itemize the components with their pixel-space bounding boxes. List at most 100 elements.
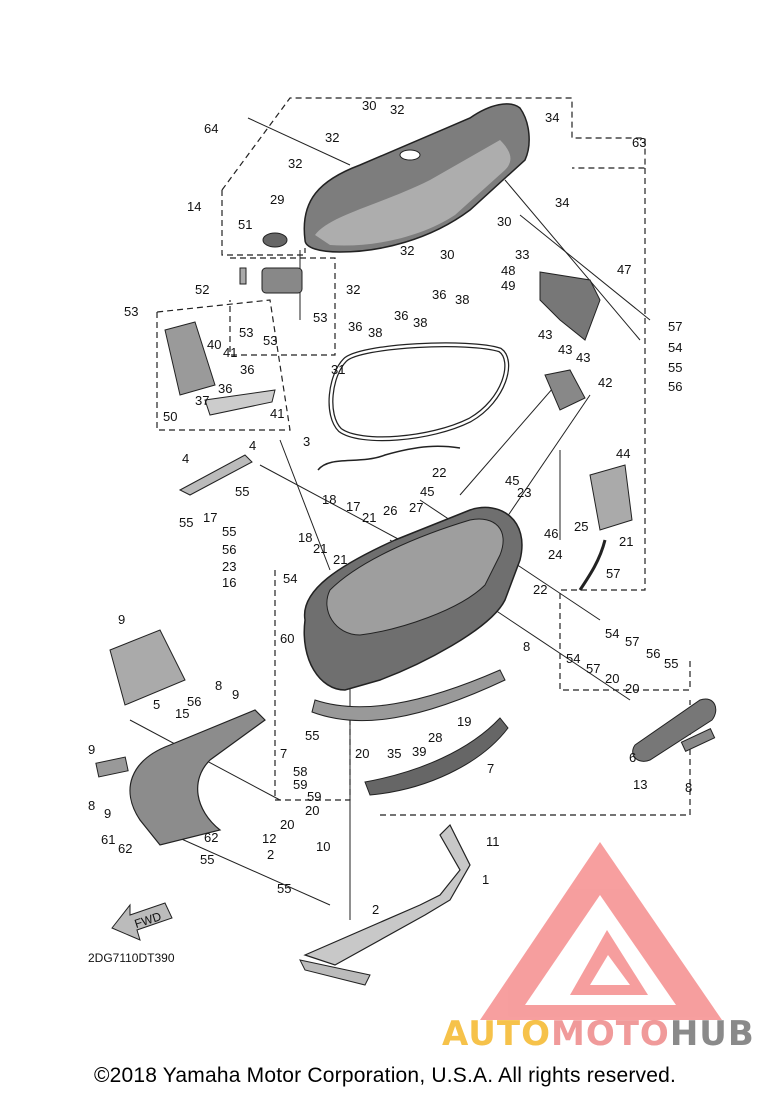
storage-bin	[303, 506, 523, 691]
callout: 38	[413, 315, 427, 330]
callout: 13	[633, 777, 647, 792]
callout: 59	[307, 789, 321, 804]
callout: 7	[487, 761, 494, 776]
callout: 55	[200, 852, 214, 867]
callout: 21	[362, 510, 376, 525]
callout: 20	[625, 681, 639, 696]
callout: 41	[270, 406, 284, 421]
seat-cable	[317, 445, 461, 471]
callout: 22	[533, 582, 547, 597]
trim-19	[364, 717, 509, 796]
diagram-code: 2DG7110DT390	[88, 951, 175, 965]
bracket-3	[178, 454, 253, 496]
callout: 38	[455, 292, 469, 307]
callout: 22	[432, 465, 446, 480]
callout: 45	[420, 484, 434, 499]
callout: 53	[313, 310, 327, 325]
callout: 30	[497, 214, 511, 229]
trim-15	[311, 669, 506, 722]
callout: 9	[232, 687, 239, 702]
callout: 5	[153, 697, 160, 712]
watermark-logo	[480, 842, 722, 1020]
callout: 21	[333, 552, 347, 567]
callout: 2	[267, 847, 274, 862]
callout: 34	[545, 110, 559, 125]
callout: 29	[270, 192, 284, 207]
callout: 45	[505, 473, 519, 488]
callout: 55	[305, 728, 319, 743]
callout: 1	[482, 872, 489, 887]
callout: 28	[428, 730, 442, 745]
callout: 56	[646, 646, 660, 661]
callout: 20	[305, 803, 319, 818]
callout: 18	[298, 530, 312, 545]
callout: 26	[383, 503, 397, 518]
callout: 17	[203, 510, 217, 525]
callout: 3	[303, 434, 310, 449]
callout: 60	[280, 631, 294, 646]
callout: 57	[668, 319, 682, 334]
callout: 25	[574, 519, 588, 534]
fwd-arrow: FWD	[111, 902, 173, 941]
watermark-text: AUTOMOTOHUB	[442, 1014, 755, 1054]
seat-gasket	[328, 342, 510, 442]
callout: 36	[394, 308, 408, 323]
callout: 12	[262, 831, 276, 846]
callout: 55	[277, 881, 291, 896]
callout: 32	[400, 243, 414, 258]
callout: 21	[313, 541, 327, 556]
callout: 10	[316, 839, 330, 854]
callout: 61	[101, 832, 115, 847]
callout: 58	[293, 764, 307, 779]
callout: 17	[346, 499, 360, 514]
callout: 48	[501, 263, 515, 278]
callout: 55	[179, 515, 193, 530]
callout: 24	[548, 547, 562, 562]
callout: 43	[558, 342, 572, 357]
callout: 64	[204, 121, 218, 136]
callout: 36	[240, 362, 254, 377]
callout: 6	[629, 750, 636, 765]
callout: 33	[515, 247, 529, 262]
callout: 39	[412, 744, 426, 759]
callout: 57	[586, 661, 600, 676]
seat	[303, 103, 530, 253]
callout: 40	[207, 337, 221, 352]
callout: 56	[668, 379, 682, 394]
callout: 46	[544, 526, 558, 541]
cover-42	[544, 369, 586, 411]
callout: 36	[218, 381, 232, 396]
callout: 9	[104, 806, 111, 821]
label-13	[95, 756, 129, 778]
callout: 36	[348, 319, 362, 334]
panel-60	[109, 629, 186, 706]
callout: 63	[632, 135, 646, 150]
callout: 36	[432, 287, 446, 302]
callout: 20	[280, 817, 294, 832]
callout: 55	[668, 360, 682, 375]
cover-46	[589, 464, 633, 531]
callout: 55	[664, 656, 678, 671]
callout: 32	[390, 102, 404, 117]
grip-35	[632, 698, 717, 762]
callout: 18	[322, 492, 336, 507]
callout: 41	[223, 345, 237, 360]
frame-5	[129, 709, 266, 846]
callout: 51	[238, 217, 252, 232]
callout: 55	[222, 524, 236, 539]
cover-47	[539, 271, 601, 341]
callout: 14	[187, 199, 201, 214]
callout: 32	[288, 156, 302, 171]
callout: 16	[222, 575, 236, 590]
callout: 8	[215, 678, 222, 693]
callout: 32	[325, 130, 339, 145]
callout: 53	[239, 325, 253, 340]
callout: 20	[605, 671, 619, 686]
center-stand	[303, 823, 471, 966]
callout: 59	[293, 777, 307, 792]
callout: 20	[355, 746, 369, 761]
callout: 34	[555, 195, 569, 210]
callout: 19	[457, 714, 471, 729]
callout: 52	[195, 282, 209, 297]
